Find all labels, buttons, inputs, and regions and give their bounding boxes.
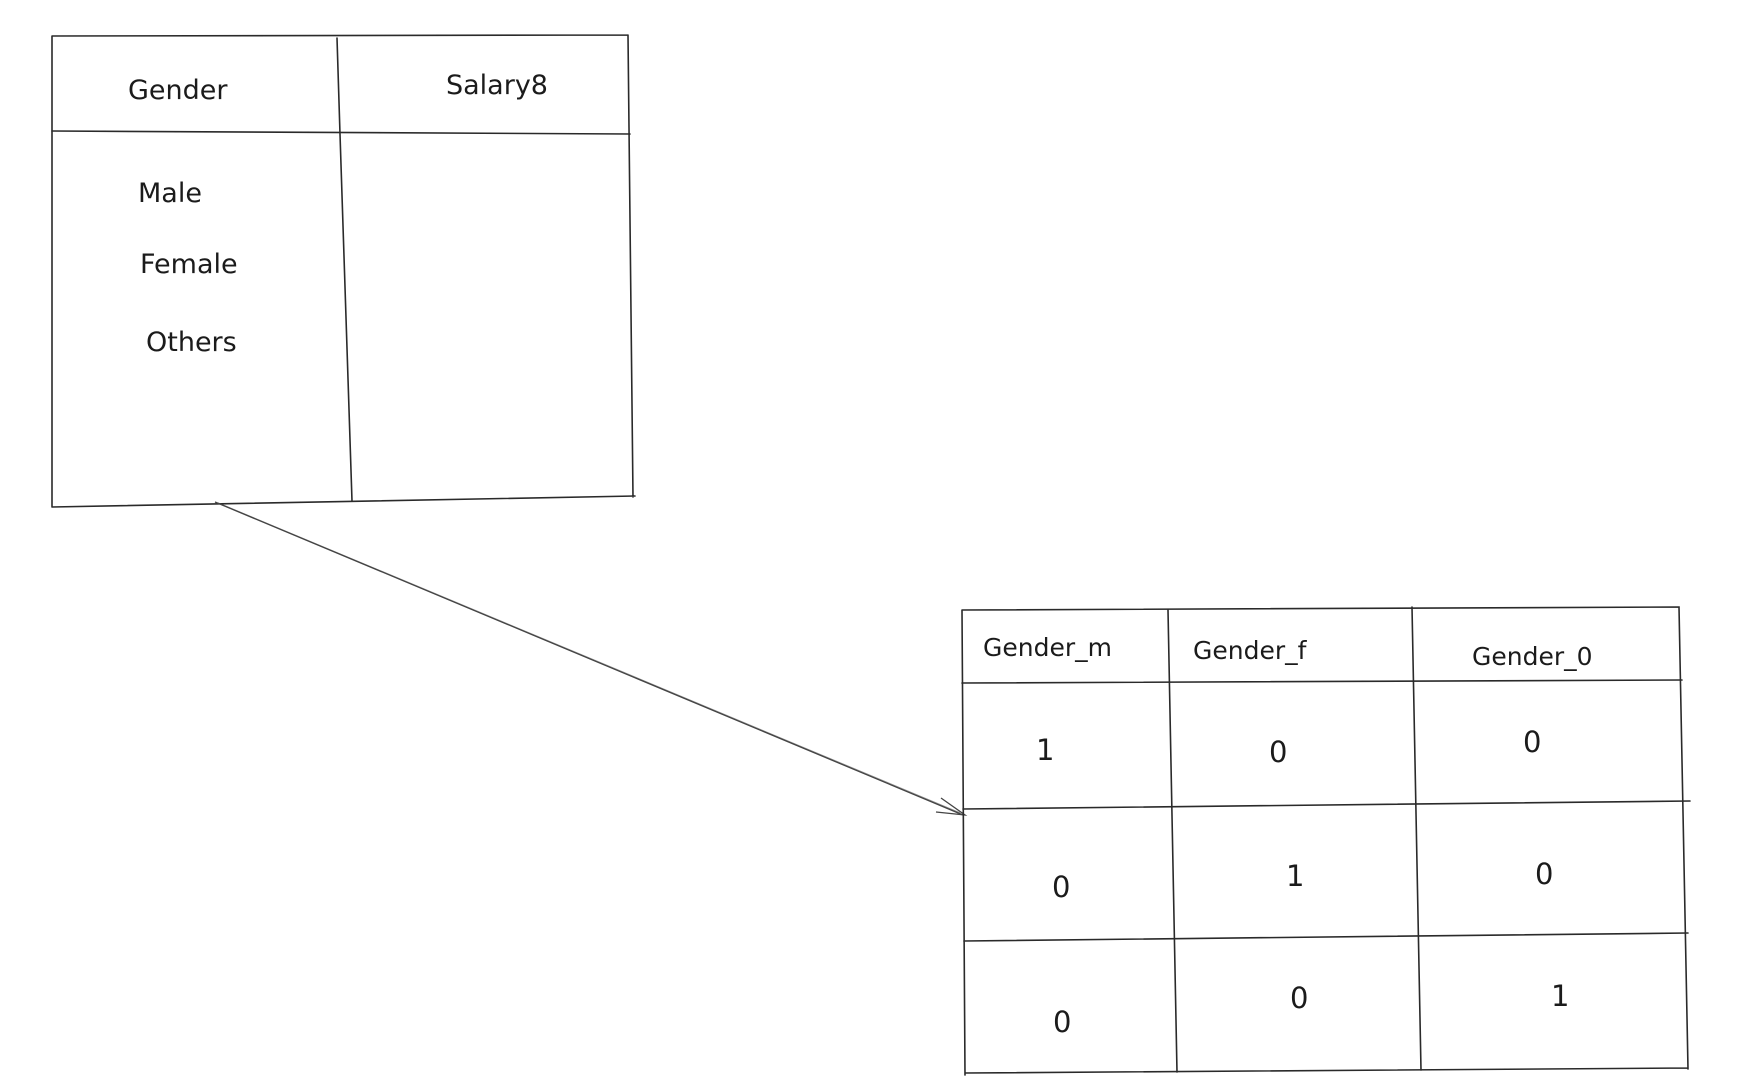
encoded-cell: 0	[1053, 1005, 1071, 1039]
connector-arrow	[214, 501, 968, 816]
encoded-table-row-divider-2	[963, 932, 1689, 942]
encoded-table-column-divider-1	[1167, 609, 1178, 1073]
encoded-table-row-divider-1	[962, 800, 1691, 810]
encoded-table-header-divider	[961, 679, 1683, 684]
connector-arrowhead	[935, 797, 968, 816]
encoded-cell: 1	[1286, 859, 1304, 893]
source-cell-male: Male	[138, 178, 202, 209]
connector-line-secondary	[217, 502, 961, 814]
encoded-cell: 0	[1523, 725, 1541, 759]
encoded-table-border	[961, 606, 1689, 1076]
encoded-header-gender-m: Gender_m	[983, 633, 1112, 662]
source-table: Gender Salary8 Male Female Others	[51, 34, 636, 508]
source-table-border	[51, 34, 636, 508]
source-cell-female: Female	[140, 249, 238, 280]
source-table-column-divider	[336, 37, 353, 502]
source-header-gender: Gender	[128, 75, 228, 106]
encoded-cell: 1	[1551, 979, 1569, 1013]
encoded-cell: 0	[1052, 870, 1070, 904]
source-table-header-divider	[51, 130, 631, 135]
encoded-cell: 0	[1269, 735, 1287, 769]
encoded-cell: 0	[1535, 857, 1553, 891]
source-cell-others: Others	[146, 327, 237, 358]
encoded-table-column-divider-2	[1411, 606, 1422, 1071]
encoded-cell: 0	[1290, 981, 1308, 1015]
encoded-header-gender-f: Gender_f	[1193, 636, 1308, 665]
encoded-header-gender-0: Gender_0	[1472, 642, 1593, 671]
source-header-salary: Salary8	[446, 70, 548, 101]
encoded-table: Gender_m Gender_f Gender_0 1 0 0 0 1 0 0…	[961, 606, 1691, 1076]
encoded-cell: 1	[1036, 733, 1054, 767]
